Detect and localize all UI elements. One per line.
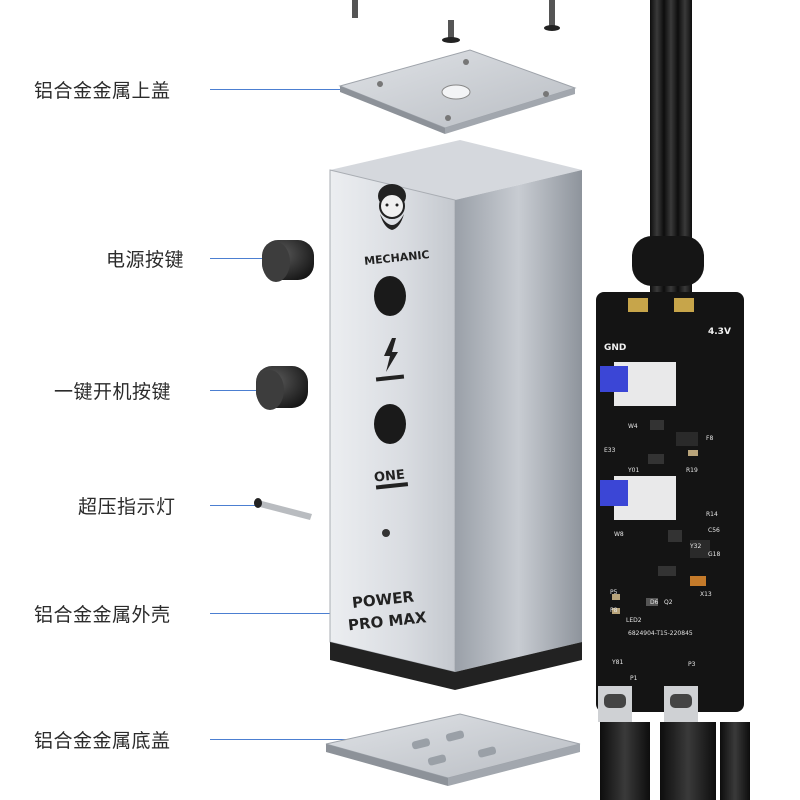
leader-bottom-cover [210,739,400,740]
label-bottom-cover: 铝合金金属底盖 [34,730,171,752]
top-cover-plate [338,49,577,134]
cable-bundle [632,0,704,300]
pcb-ref-p1: P1 [630,675,638,682]
mechanic-logo-icon [378,184,406,230]
pcb-ref-c56: C56 [708,527,720,534]
usb-c-port-icon [598,686,632,722]
power-button-hole [374,276,406,316]
pcb-ref-y81: Y81 [611,659,623,666]
one-mark-text: ONE [373,467,405,485]
pcb-voltage-label: 4.3V [708,327,731,337]
pcb-ref-d6: D6 [650,599,659,606]
leader-top-cover [210,89,340,90]
label-one-key-button: 一键开机按键 [54,381,172,403]
aluminum-shell [329,140,582,690]
pcb-ref-q2: Q2 [664,599,673,606]
lightning-icon [384,338,398,372]
pcb-ref-r14: R14 [706,511,718,518]
pcb-ref-y01: Y01 [627,467,639,474]
usb-c-port-icon [664,686,698,722]
tact-switch-icon [600,476,676,520]
pcb-ref-y32: Y32 [689,543,701,550]
pcb-serial: 6824904-T15-220845 [628,630,693,637]
label-top-cover: 铝合金金属上盖 [34,80,171,102]
bottom-cover-plate [325,713,581,786]
pcb-ref-r19: R19 [686,467,698,474]
bottom-cables [600,722,750,800]
pcb-board [596,292,744,722]
indicator-hole [382,529,390,537]
pcb-ref-w8: W8 [614,531,624,538]
pcb-ref-p8: P8 [610,607,618,614]
screw-icon [352,0,560,43]
label-shell: 铝合金金属外壳 [34,604,171,626]
pcb-gnd-label: GND [604,343,626,353]
power-button-knob [262,240,314,282]
leader-shell [210,613,406,614]
pcb-ref-p5: P5 [610,589,618,596]
label-power-button: 电源按键 [106,249,185,271]
leader-overvoltage-indicator [210,505,262,506]
pcb-ref-p3: P3 [688,661,696,668]
one-key-button-hole [374,404,406,444]
indicator-light-pipe [254,498,312,520]
pcb-ref-w4: W4 [628,423,638,430]
pcb-ref-f8: F8 [706,435,713,442]
leader-one-key-button [210,390,262,391]
pcb-ref-x13: X13 [700,591,712,598]
pcb-ref-e33: E33 [604,447,616,454]
leader-power-button [210,258,266,259]
tact-switch-icon [600,362,676,406]
one-key-button-knob [256,366,308,410]
pcb-ref-led2: LED2 [626,617,642,624]
label-overvoltage-indicator: 超压指示灯 [78,496,176,518]
pcb-ref-g18: G18 [708,551,720,558]
